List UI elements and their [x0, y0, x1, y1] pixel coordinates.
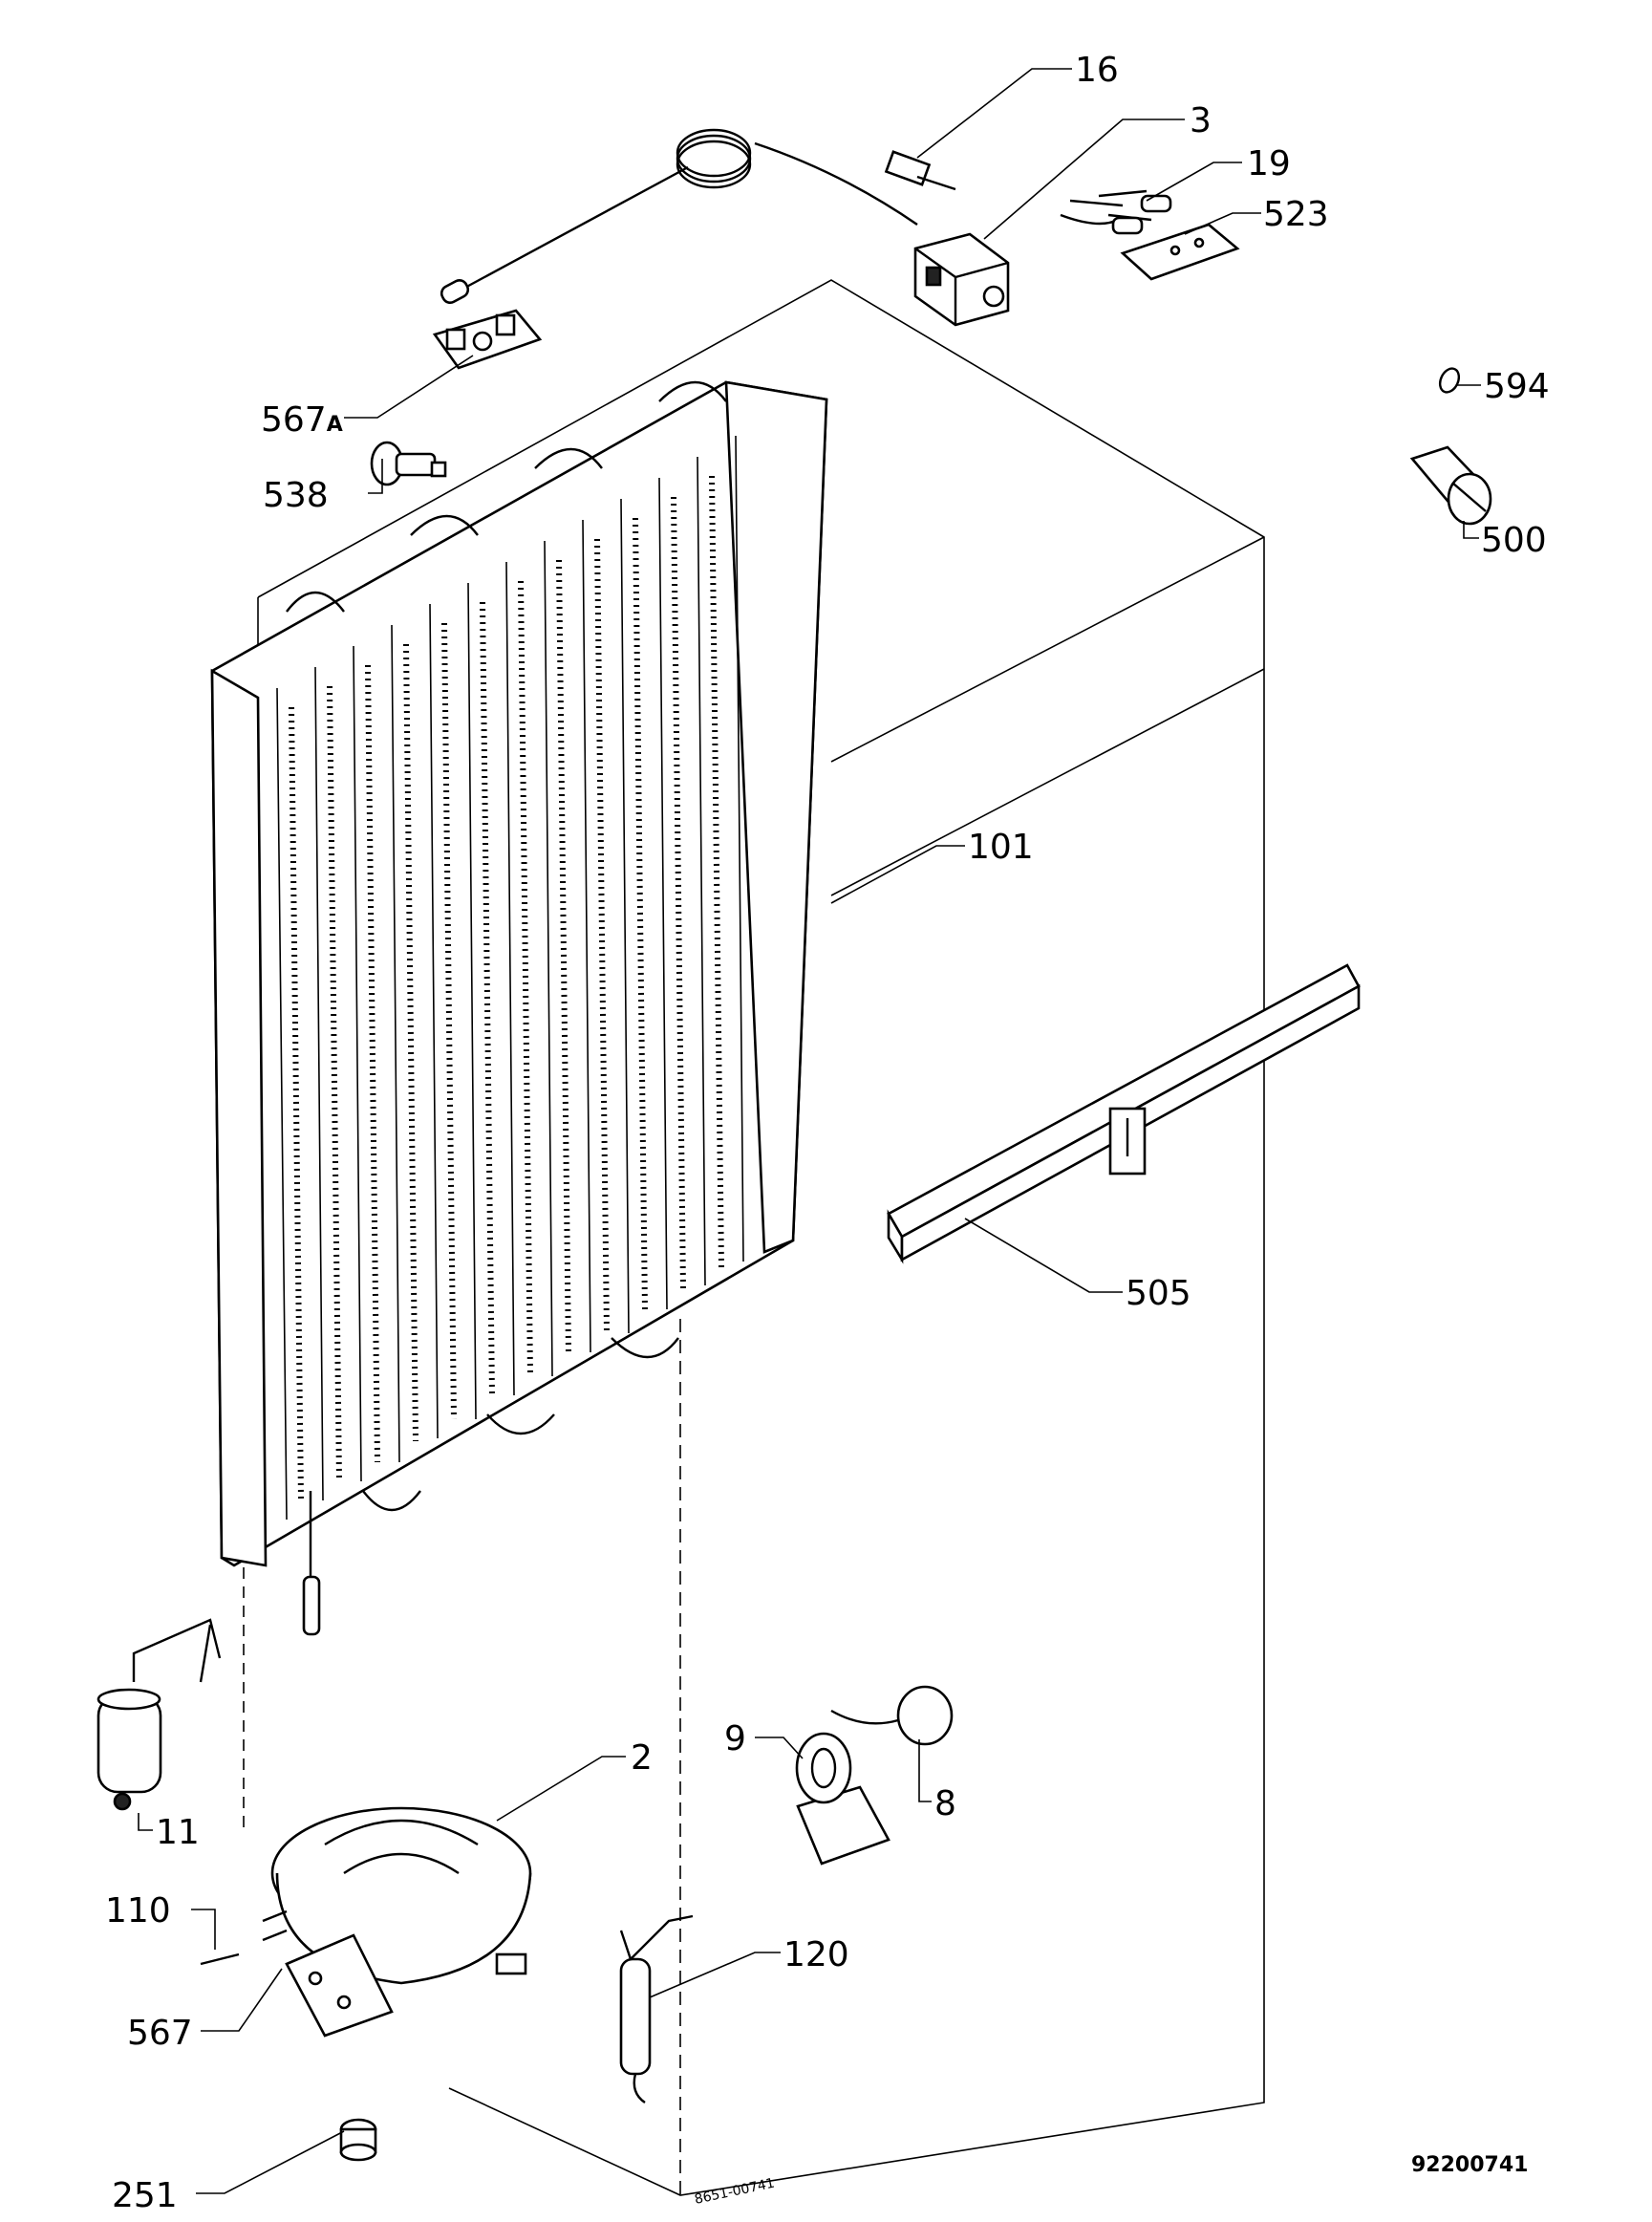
thermostat-3 — [913, 232, 1010, 327]
label-567a: 567A — [261, 400, 343, 440]
wiring-19 — [1060, 189, 1172, 235]
label-2: 2 — [631, 1738, 653, 1778]
capacitor-11 — [97, 1618, 222, 1811]
label-16: 16 — [1075, 51, 1119, 90]
condenser-fins — [276, 435, 744, 1521]
label-110: 110 — [105, 1891, 171, 1931]
drawing-number: 92200741 — [1411, 2153, 1528, 2177]
label-567a-suffix: A — [327, 413, 343, 437]
label-101: 101 — [968, 828, 1034, 867]
label-120: 120 — [783, 1935, 849, 1974]
clip-16 — [884, 150, 956, 191]
condenser-101 — [210, 380, 828, 1636]
serial-stamp: 8651-00741 — [694, 2176, 777, 2208]
label-523: 523 — [1263, 195, 1329, 234]
compressor-2 — [262, 1806, 532, 2038]
label-538: 538 — [263, 476, 329, 515]
label-251: 251 — [112, 2176, 178, 2215]
thermostat-capillary — [440, 128, 918, 304]
pin-110 — [200, 1952, 240, 1966]
label-11: 11 — [156, 1813, 200, 1852]
relay-8 — [830, 1685, 954, 1746]
label-8: 8 — [934, 1784, 956, 1823]
lamp-holder-538 — [370, 441, 447, 486]
relay-holder-9 — [795, 1732, 890, 1866]
ring-594 — [1438, 367, 1461, 394]
grommet-251 — [339, 2118, 377, 2162]
label-9: 9 — [724, 1719, 746, 1758]
bar-505 — [887, 963, 1361, 1264]
label-3: 3 — [1190, 101, 1212, 140]
label-19: 19 — [1247, 144, 1291, 183]
label-500: 500 — [1481, 521, 1547, 560]
holder-567a — [432, 309, 543, 370]
label-567a-number: 567 — [261, 400, 327, 440]
bracket-523 — [1120, 223, 1240, 281]
part-labels: 16 3 19 523 594 567A 538 500 101 505 2 9… — [105, 51, 1550, 2215]
label-567: 567 — [127, 2014, 193, 2053]
label-505: 505 — [1126, 1274, 1191, 1313]
drier-120 — [619, 1914, 694, 2103]
knob-500 — [1409, 445, 1492, 526]
label-594: 594 — [1484, 367, 1550, 406]
leader-lines — [138, 68, 1481, 2194]
